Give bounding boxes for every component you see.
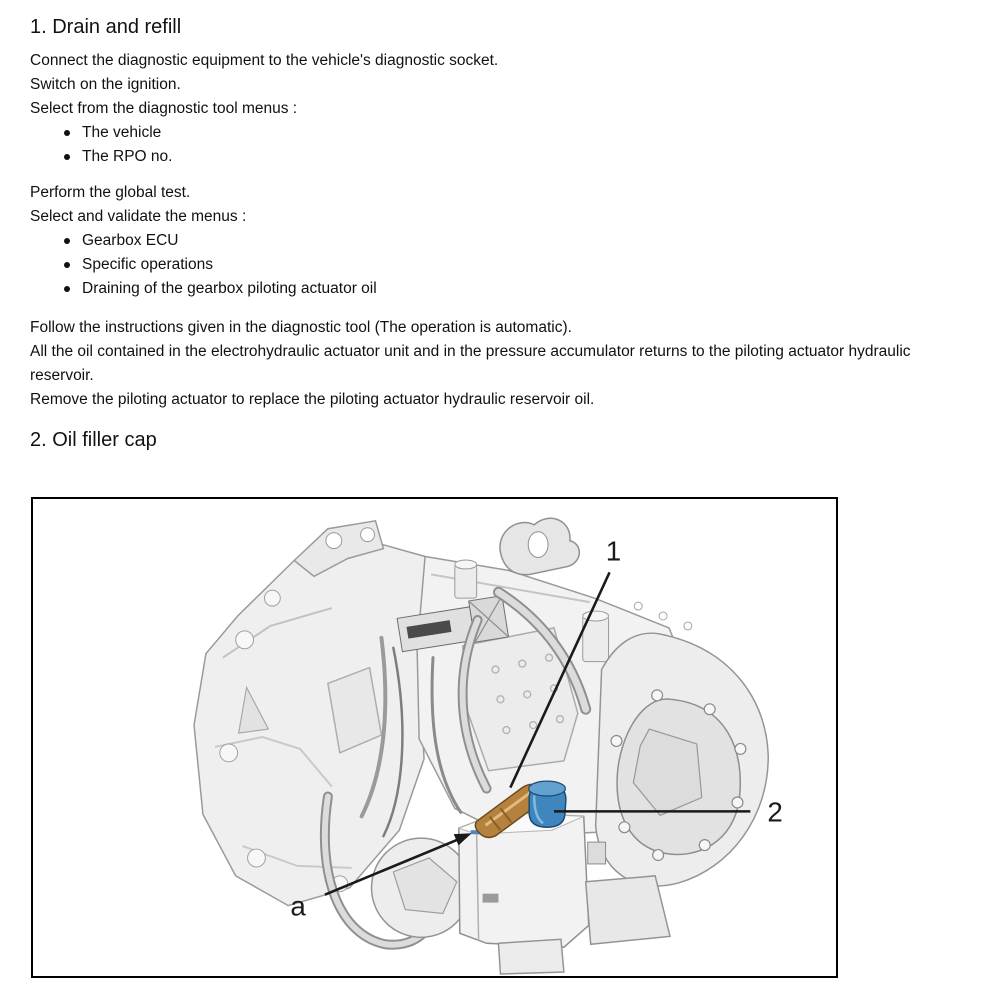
paragraph-line: reservoir. bbox=[30, 367, 94, 384]
list-item: The vehicle bbox=[63, 121, 1000, 145]
hoses bbox=[319, 586, 592, 950]
bullet-icon bbox=[64, 238, 70, 244]
bullet-icon bbox=[64, 262, 70, 268]
paragraph-line: Select from the diagnostic tool menus : bbox=[30, 100, 298, 117]
list-item: The RPO no. bbox=[63, 145, 1000, 169]
oil-level-mark bbox=[470, 830, 482, 835]
list-item-label: Specific operations bbox=[82, 256, 213, 273]
list-item-label: The RPO no. bbox=[82, 148, 173, 165]
callout-a-arrow bbox=[324, 837, 460, 896]
figure-frame: 1 2 a bbox=[31, 497, 838, 978]
paragraph-line: Follow the instructions given in the dia… bbox=[30, 319, 572, 336]
menu-list-1: The vehicle The RPO no. bbox=[30, 121, 1000, 169]
callout-a-label: a bbox=[290, 891, 306, 922]
bullet-icon bbox=[64, 286, 70, 292]
list-item: Gearbox ECU bbox=[63, 229, 1000, 253]
paragraph-line: Select and validate the menus : bbox=[30, 208, 247, 225]
gearbox-body bbox=[193, 517, 769, 975]
paragraph-line: Connect the diagnostic equipment to the … bbox=[30, 52, 499, 69]
list-item-label: Gearbox ECU bbox=[82, 232, 179, 249]
callout-a-arrowhead bbox=[453, 833, 472, 846]
list-item: Draining of the gearbox piloting actuato… bbox=[63, 277, 1000, 301]
paragraph-line: Switch on the ignition. bbox=[30, 76, 181, 93]
callouts: 1 2 a bbox=[290, 535, 782, 921]
list-item-label: Draining of the gearbox piloting actuato… bbox=[82, 280, 377, 297]
section-1-heading: 1. Drain and refill bbox=[30, 16, 182, 38]
callout-1-label: 1 bbox=[606, 535, 621, 566]
list-item-label: The vehicle bbox=[82, 124, 162, 141]
bullet-icon bbox=[64, 130, 70, 136]
list-item: Specific operations bbox=[63, 253, 1000, 277]
callout-2-label: 2 bbox=[767, 796, 782, 827]
gearbox-illustration: 1 2 a bbox=[193, 517, 783, 975]
paragraph-line: Perform the global test. bbox=[30, 184, 191, 201]
bullet-icon bbox=[64, 154, 70, 160]
oil-filler-cap bbox=[528, 780, 567, 828]
section-2-heading: 2. Oil filler cap bbox=[30, 429, 157, 451]
menu-list-2: Gearbox ECU Specific operations Draining… bbox=[30, 229, 1000, 301]
callout-1-line bbox=[509, 571, 611, 789]
paragraph-line: All the oil contained in the electrohydr… bbox=[30, 343, 911, 360]
paragraph-line: Remove the piloting actuator to replace … bbox=[30, 391, 595, 408]
